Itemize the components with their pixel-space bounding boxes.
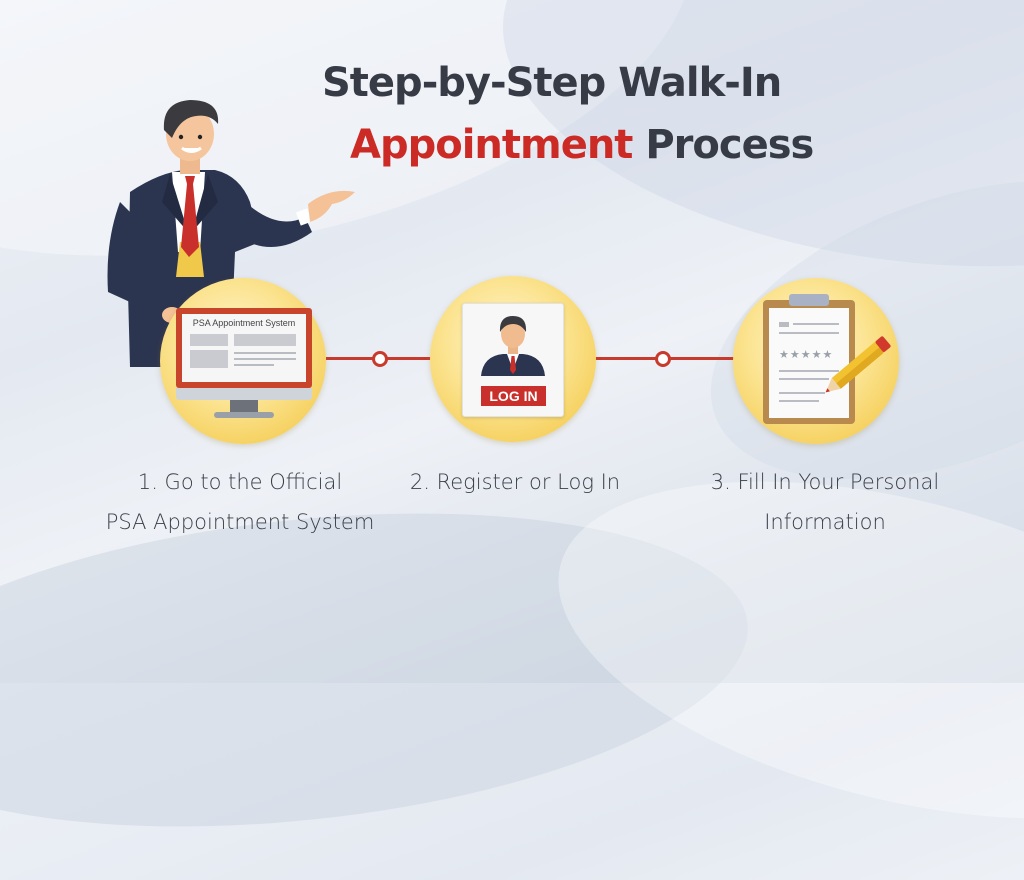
title-line-1: Step-by-Step Walk-In <box>322 60 782 106</box>
monitor-screen-title: PSA Appointment System <box>192 318 296 328</box>
user-avatar-icon <box>481 316 545 376</box>
connector-node-2 <box>655 351 671 367</box>
title-accent-word: Appointment <box>350 122 633 168</box>
monitor-foot <box>214 412 274 418</box>
rating-stars-icon: ★★★★★ <box>779 349 834 361</box>
title-rest: Process <box>632 122 814 168</box>
user-login-icon: LOG IN <box>462 303 564 417</box>
step-1-label-line-2: PSA Appointment System <box>105 510 375 534</box>
login-button: LOG IN <box>481 386 546 406</box>
connector-node-1 <box>372 351 388 367</box>
computer-monitor-icon: PSA Appointment System <box>176 308 312 388</box>
step-1-label-line-1: 1. Go to the Official <box>137 470 343 494</box>
clipboard-icon: ★★★★★ <box>763 294 855 424</box>
step-2-label: 2. Register or Log In <box>380 462 650 502</box>
step-3-label-line-2: Information <box>764 510 886 534</box>
monitor-stand <box>230 400 258 414</box>
title-line-2: Appointment Process <box>350 122 814 168</box>
monitor-base <box>176 388 312 400</box>
step-1-label: 1. Go to the Official PSA Appointment Sy… <box>90 462 390 542</box>
step-3-label: 3. Fill In Your Personal Information <box>680 462 970 542</box>
step-3-label-line-1: 3. Fill In Your Personal <box>710 470 940 494</box>
pencil-icon <box>825 336 891 393</box>
step-2-label-line-1: 2. Register or Log In <box>409 470 621 494</box>
